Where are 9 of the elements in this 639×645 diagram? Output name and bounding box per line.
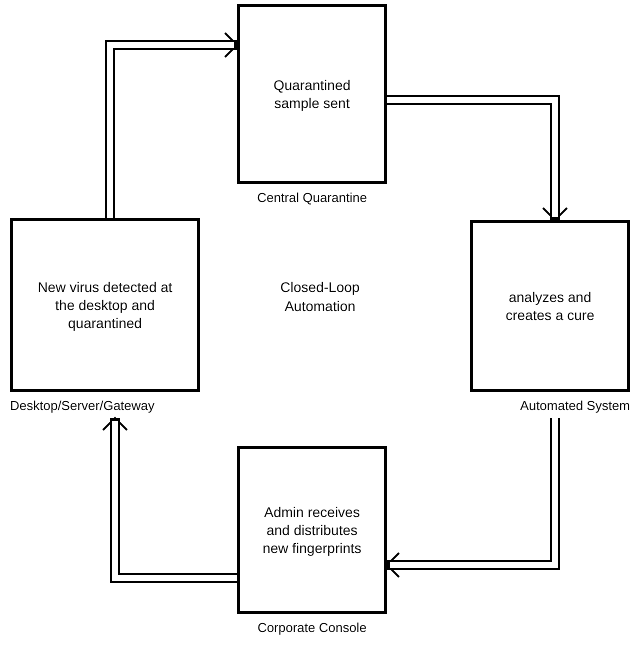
center-label: Closed-Loop Automation [279, 278, 361, 316]
box-text: Admin receives and distributes new fingerprints [262, 502, 362, 558]
box-caption: Corporate Console [257, 620, 367, 635]
box-caption: Desktop/Server/Gateway [10, 398, 155, 413]
box-caption: Automated System [520, 398, 630, 413]
box-caption: Central Quarantine [257, 190, 367, 205]
box-text: analyzes and creates a cure [504, 288, 596, 324]
box-text: New virus detected at the desktop and quarantined [36, 278, 174, 332]
box-text: Quarantined sample sent [272, 76, 352, 112]
